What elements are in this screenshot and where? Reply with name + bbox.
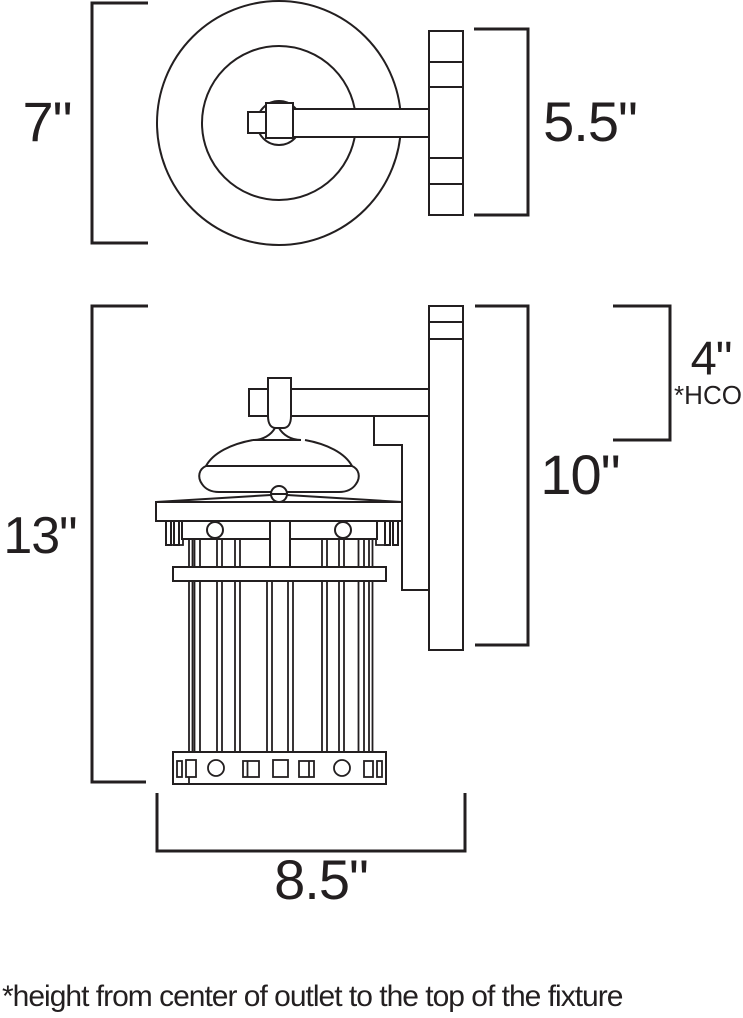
top-cage-band — [165, 520, 399, 568]
cage-bar — [287, 580, 294, 754]
dome-shoulder — [198, 439, 360, 493]
label-base-width: 8.5" — [274, 848, 369, 911]
label-front-height: 13" — [3, 507, 77, 565]
arm-end-stub — [247, 111, 267, 134]
front-view — [90, 304, 672, 853]
finial-stem — [252, 377, 302, 441]
label-top-view-height: 7" — [22, 90, 72, 153]
backplate-top-view — [428, 30, 464, 216]
base-band — [172, 751, 387, 785]
width-bracket-8-5in — [155, 793, 467, 853]
backplate-bracket-10in — [475, 304, 530, 647]
backplate-profile — [428, 30, 464, 216]
roof-slant — [155, 494, 403, 503]
lantern-lid — [155, 485, 403, 522]
cage-bar — [266, 580, 273, 754]
footnote: *height from center of outlet to the top… — [2, 980, 623, 1013]
middle-ring — [172, 566, 387, 582]
finial-block — [265, 102, 294, 139]
backplate-front-view — [373, 305, 464, 651]
depth-bracket-5-5in — [474, 27, 530, 217]
hco-bracket-4in — [613, 304, 672, 442]
arm-tube — [292, 108, 430, 138]
label-outlet-height: 4" — [690, 331, 733, 385]
stem — [267, 377, 292, 429]
lid-band — [155, 501, 403, 522]
label-backplate-height: 10" — [540, 443, 620, 506]
mounting-block — [373, 416, 429, 591]
collar-screw-right — [334, 521, 352, 539]
collar-screw-left — [206, 521, 224, 539]
center-post — [269, 520, 291, 568]
top-view — [90, 0, 530, 246]
height-bracket-13in — [90, 304, 148, 784]
backplate — [428, 305, 464, 651]
base — [172, 751, 387, 785]
arm-top-view — [247, 102, 430, 139]
label-top-view-depth: 5.5" — [543, 90, 638, 153]
label-outlet-note: *HCO — [674, 380, 742, 410]
base-decorations — [176, 759, 383, 784]
height-bracket-7in — [90, 1, 148, 245]
